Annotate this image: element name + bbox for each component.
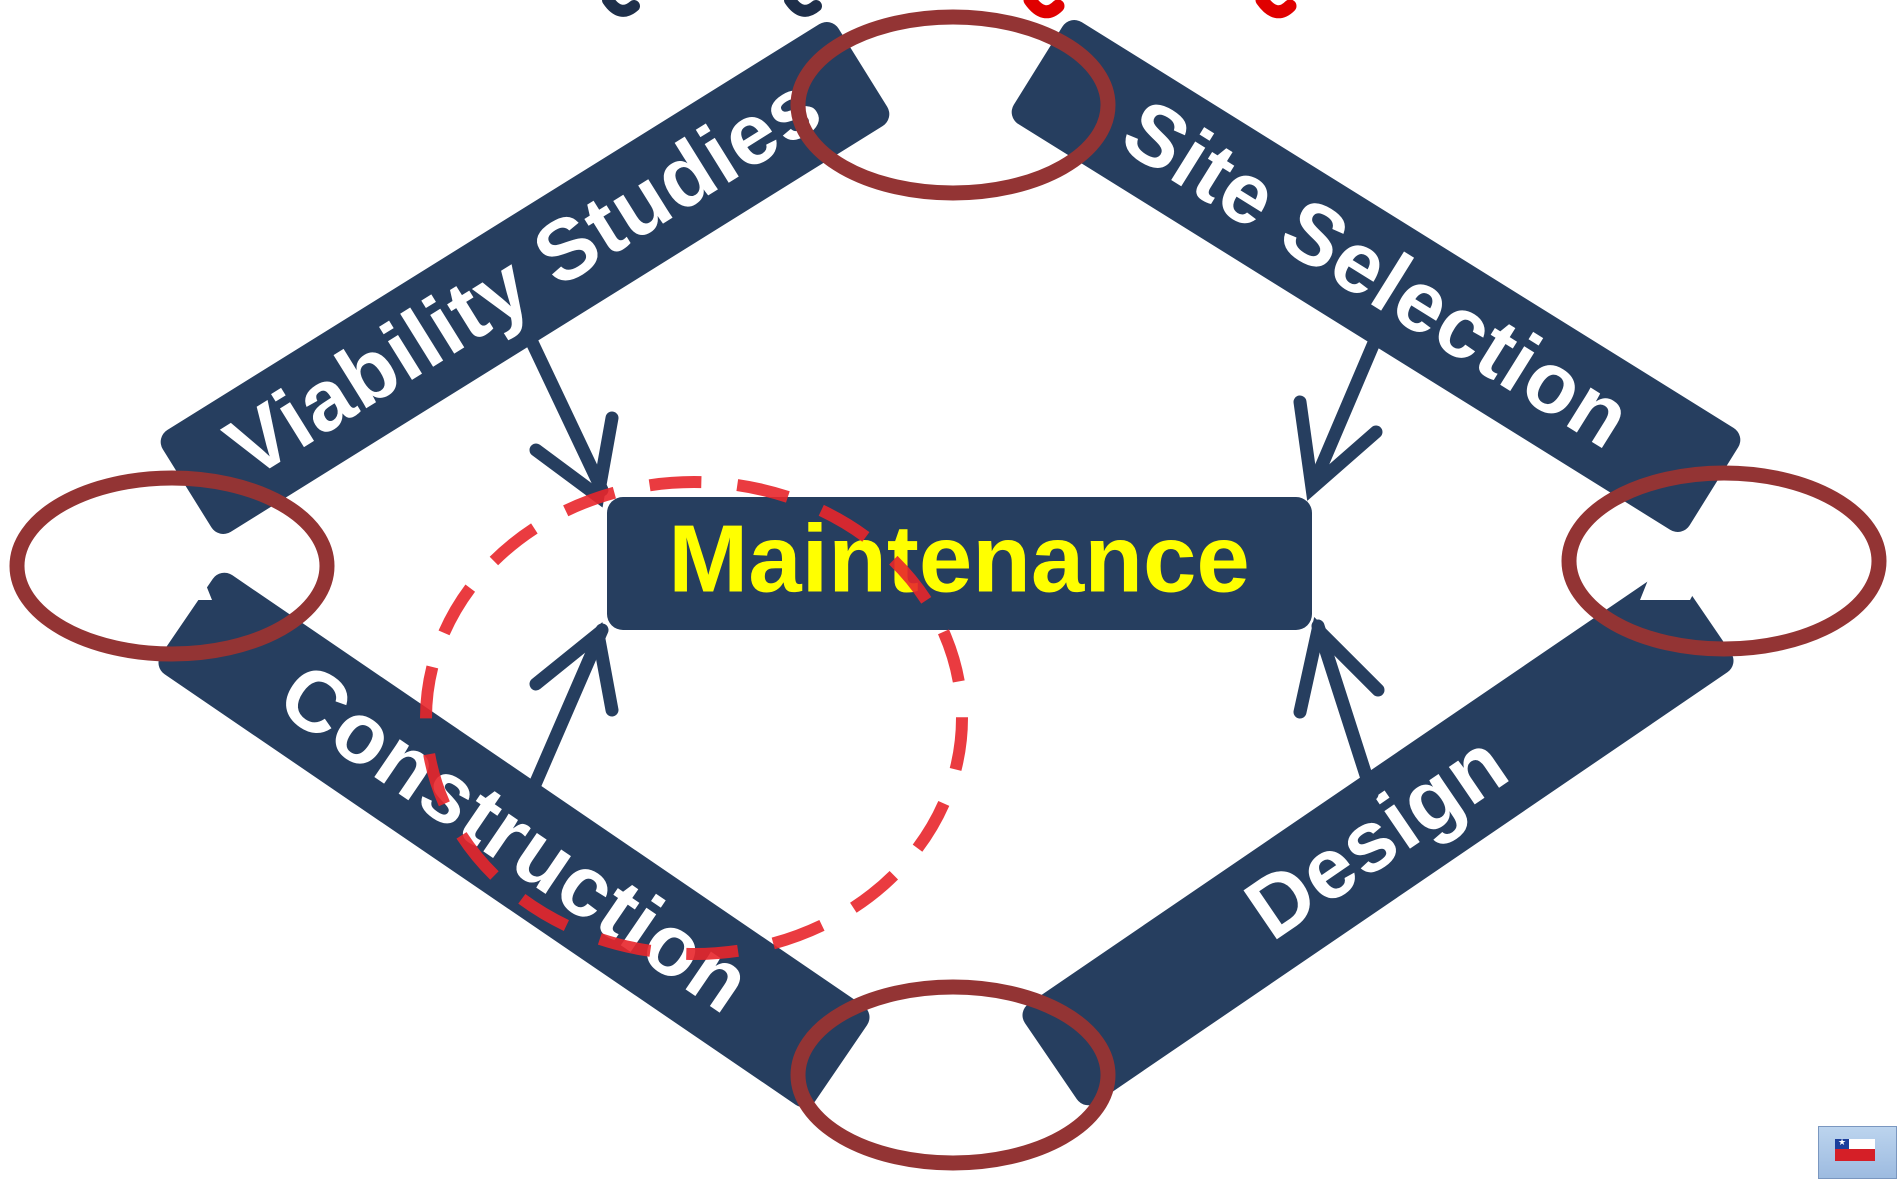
arrow-from-site: [1293, 317, 1389, 501]
site-selection-label: Site Selection: [1107, 81, 1648, 468]
junction-ring-left: [9, 470, 335, 662]
junction-ring-top: [790, 9, 1116, 201]
construction-bar: Construction: [158, 572, 870, 1108]
viability-studies-bar: Viability Studies: [160, 22, 890, 534]
junction-notches: [140, 58, 1712, 1080]
viability-studies-label: Viability Studies: [210, 56, 838, 497]
junction-ring-bottom: [790, 979, 1116, 1171]
top-text-fragments: [602, 0, 1297, 19]
arrow-from-design: [1293, 617, 1385, 801]
construction-label: Construction: [262, 644, 768, 1032]
maintenance-box: Maintenance: [607, 497, 1312, 630]
arrow-from-construction: [523, 622, 619, 803]
maintenance-label: Maintenance: [668, 505, 1249, 612]
dashed-focus-circle: [420, 476, 968, 960]
chile-flag-icon[interactable]: ★: [1818, 1126, 1897, 1179]
site-selection-bar: Site Selection: [1011, 20, 1741, 532]
arrow-from-viability: [523, 331, 619, 508]
junction-rings: [9, 9, 1887, 1171]
junction-ring-right: [1561, 465, 1887, 657]
design-bar: Design: [1022, 570, 1734, 1106]
